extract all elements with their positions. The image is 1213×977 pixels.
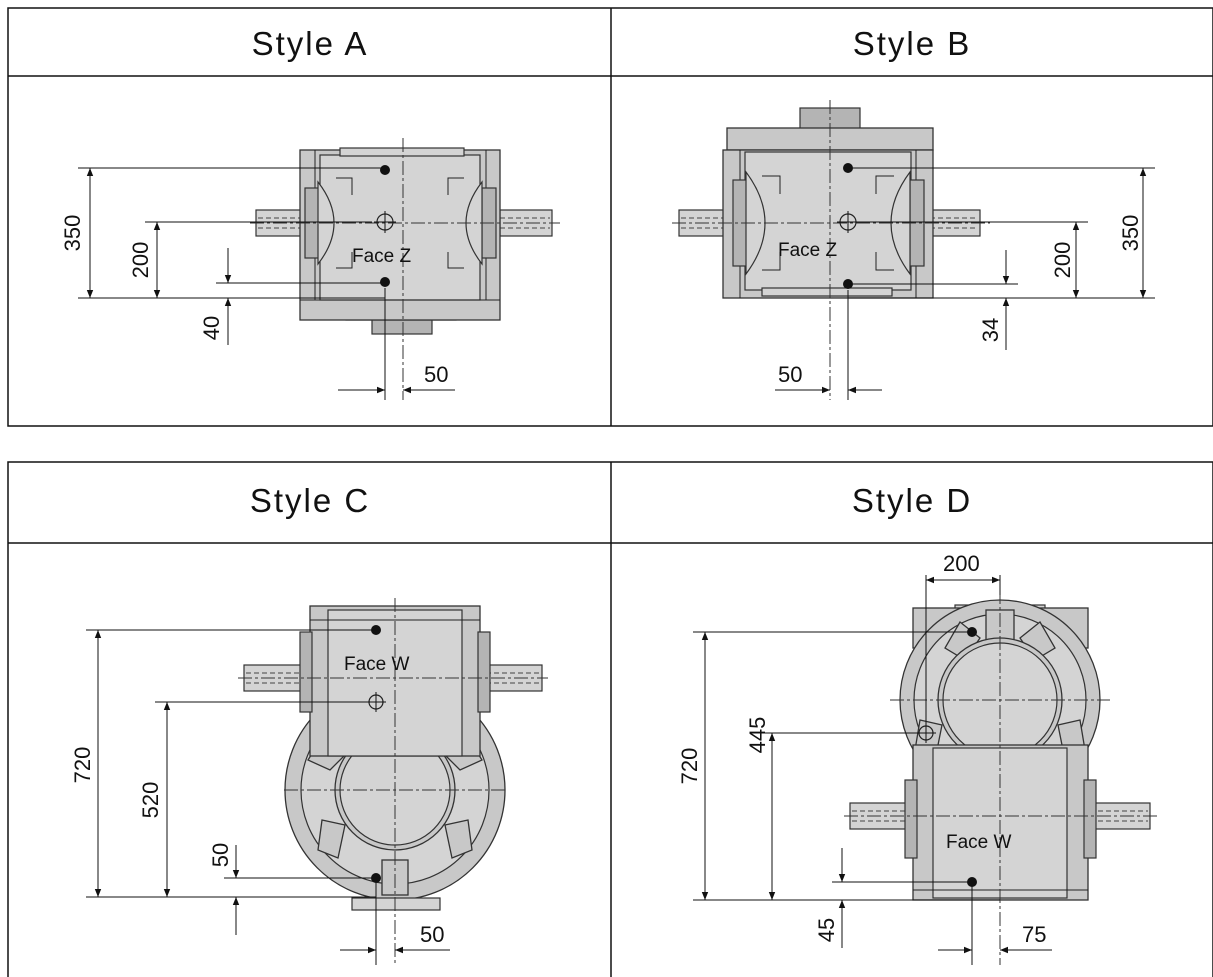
style-c-face-label: Face W — [344, 654, 410, 675]
style-d-dim-200: 200 — [943, 551, 980, 576]
style-d-face-label: Face W — [946, 832, 1012, 853]
style-b-face-label: Face Z — [778, 240, 838, 261]
style-a-dim-200: 200 — [128, 242, 153, 279]
style-c-dim-50-vertical: 50 — [208, 843, 233, 867]
style-b-dim-200: 200 — [1050, 242, 1075, 279]
style-c-title: Style C — [250, 482, 370, 519]
style-a-drawing: Face Z 350 200 40 50 — [60, 138, 560, 400]
style-d-title: Style D — [852, 482, 972, 519]
style-b-dim-50: 50 — [778, 362, 802, 387]
style-a-title: Style A — [252, 25, 369, 62]
style-d-dim-720: 720 — [677, 748, 702, 785]
style-b-drawing: Face Z 350 200 34 50 — [672, 100, 1155, 400]
style-a-dim-40: 40 — [199, 316, 224, 340]
style-c-dim-520: 520 — [138, 782, 163, 819]
style-b-dim-350: 350 — [1118, 215, 1143, 252]
style-d-dim-445: 445 — [745, 717, 770, 754]
style-d-dim-45: 45 — [814, 918, 839, 942]
style-d-drawing: Face W 200 720 445 45 75 — [677, 551, 1158, 965]
style-d-dim-75: 75 — [1022, 922, 1046, 947]
style-c-dim-50-horizontal: 50 — [420, 922, 444, 947]
top-table — [7, 7, 1213, 427]
style-a-dim-350: 350 — [60, 215, 85, 252]
style-c-drawing: Face W 720 520 50 50 — [70, 598, 548, 965]
style-a-dim-50: 50 — [424, 362, 448, 387]
bottom-table — [7, 461, 1213, 977]
style-b-title: Style B — [853, 25, 972, 62]
style-c-dim-720: 720 — [70, 747, 95, 784]
style-a-face-label: Face Z — [352, 246, 412, 267]
style-b-dim-34: 34 — [978, 318, 1003, 342]
